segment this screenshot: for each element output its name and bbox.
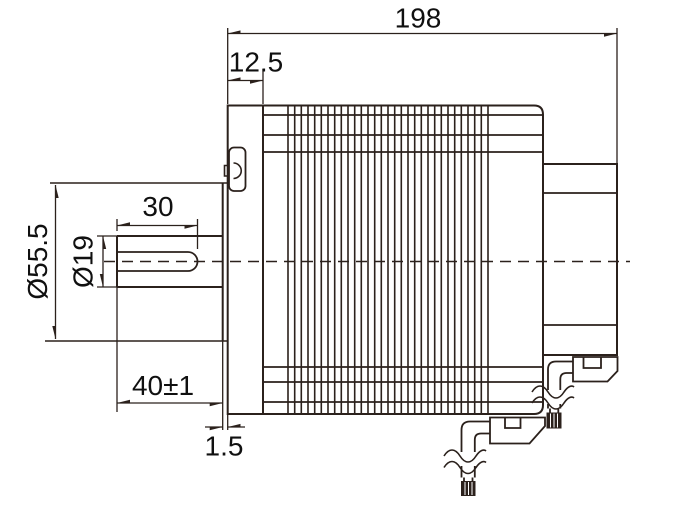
gland-notch	[504, 417, 522, 429]
screw-head-arc	[233, 162, 242, 180]
cable-rear	[531, 360, 575, 429]
cable-gland-rear	[572, 356, 619, 383]
dim-overall-length-label: 198	[395, 3, 442, 34]
dim-pilot-thickness-label: 1.5	[205, 431, 244, 462]
cable-bottom	[443, 420, 490, 496]
dim-pilot-thickness: 1.5	[205, 414, 245, 462]
dim-flange-thickness-label: 12.5	[229, 47, 284, 78]
cable-break-symbol	[443, 449, 487, 475]
cooling-fins	[287, 105, 489, 414]
dim-flange-thickness: 12.5	[227, 47, 284, 104]
dim-shaft-extension: 40±1	[116, 287, 224, 430]
gland-notch	[582, 357, 602, 369]
dim-shaft-diameter: Ø19	[68, 235, 104, 288]
dim-pilot-diameter: Ø55.5	[22, 185, 56, 339]
dim-pilot-diameter-label: Ø55.5	[22, 223, 53, 299]
dim-keyway-length-label: 30	[142, 191, 173, 222]
dim-keyway-length: 30	[116, 191, 199, 249]
motor-body	[262, 104, 544, 415]
dim-shaft-extension-label: 40±1	[132, 370, 194, 401]
dim-overall-length: 198	[227, 3, 618, 163]
rear-housing	[542, 163, 618, 356]
shaft	[97, 235, 223, 288]
body-rib-lines	[263, 114, 543, 403]
dim-shaft-diameter-label: Ø19	[68, 235, 99, 288]
cable-gland-bottom	[489, 416, 546, 445]
cable-break-symbol	[531, 385, 575, 410]
pilot-diameter-extension-lines	[45, 182, 228, 342]
flange-screw	[223, 146, 247, 192]
rear-housing-step-lines	[543, 192, 617, 326]
screw-tab	[223, 164, 229, 177]
